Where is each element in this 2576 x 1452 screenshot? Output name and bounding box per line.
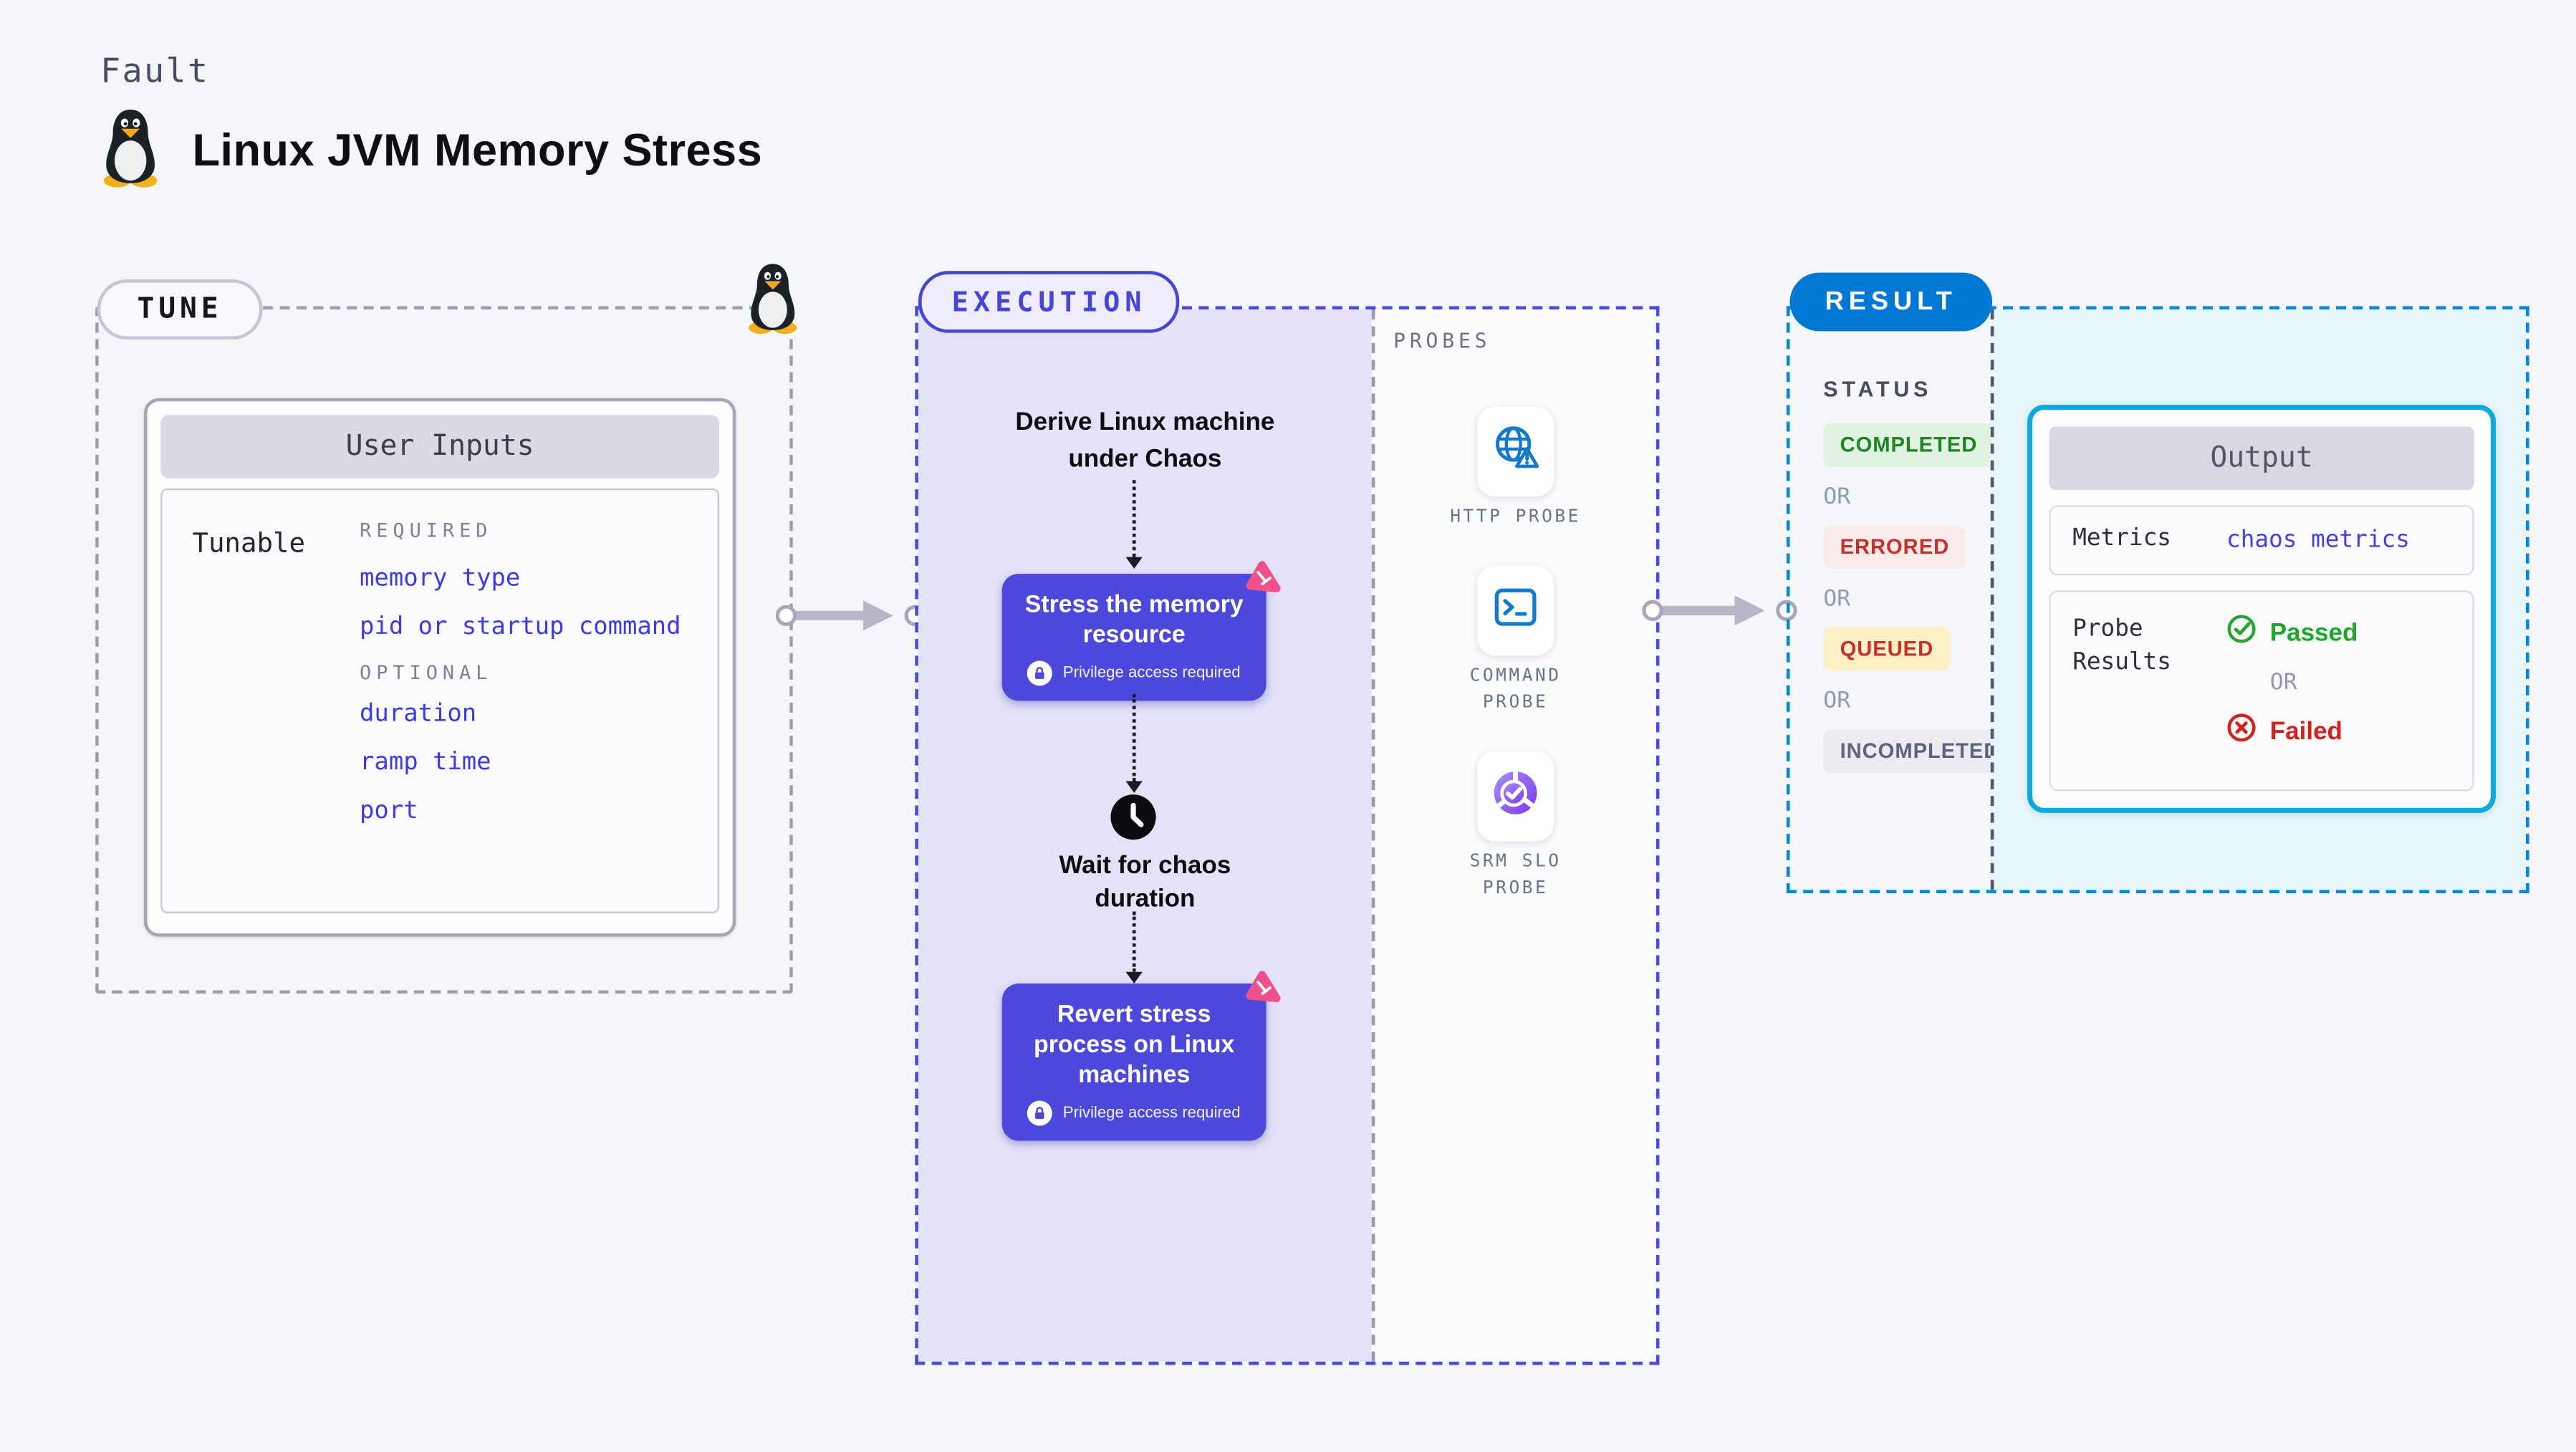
passed-label: Passed bbox=[2269, 617, 2358, 647]
or-label: OR bbox=[1823, 585, 1851, 612]
execution-flow-panel: Derive Linux machine under Chaos Stress … bbox=[918, 309, 1372, 1362]
stress-step-title: Stress the memory resource bbox=[1024, 592, 1244, 650]
probes-panel-label: PROBES bbox=[1393, 330, 1491, 353]
http-probe-label: HTTP PROBE bbox=[1450, 506, 1581, 527]
command-probe-label: COMMAND PROBE bbox=[1469, 665, 1562, 713]
derive-step-label: Derive Linux machine under Chaos bbox=[1015, 408, 1275, 473]
execution-section-box: Derive Linux machine under Chaos Stress … bbox=[915, 306, 1660, 1365]
x-circle-icon bbox=[2226, 713, 2257, 749]
status-completed-badge: COMPLETED bbox=[1823, 423, 1994, 467]
probes-panel: PROBES HTTP PROBE bbox=[1371, 309, 1656, 1362]
srm-slo-probe-label: SRM SLO PROBE bbox=[1469, 851, 1562, 898]
tux-penguin-icon bbox=[95, 107, 165, 196]
tune-to-execution-arrow bbox=[773, 599, 927, 633]
output-title: Output bbox=[2049, 426, 2474, 491]
execution-to-result-arrow bbox=[1641, 594, 1798, 628]
user-inputs-card: User Inputs Tunable REQUIRED memory type… bbox=[143, 398, 736, 937]
user-inputs-title: User Inputs bbox=[160, 415, 720, 479]
status-errored-badge: ERRORED bbox=[1823, 525, 1966, 569]
connector-derive-to-stress bbox=[1132, 480, 1136, 557]
page-title: Linux JVM Memory Stress bbox=[192, 125, 763, 176]
optional-label: OPTIONAL bbox=[360, 660, 493, 685]
stress-step-card: Stress the memory resource Privilege acc… bbox=[1001, 561, 1281, 701]
page-title-row: Linux JVM Memory Stress bbox=[95, 107, 762, 196]
or-label: OR bbox=[2269, 669, 2297, 696]
probe-results-row: Probe Results Passed OR bbox=[2049, 590, 2474, 792]
arrowhead-icon bbox=[1125, 971, 1142, 984]
check-circle-icon bbox=[2226, 614, 2257, 650]
wait-step-label: Wait for chaos duration bbox=[1059, 851, 1231, 913]
revert-step-title: Revert stress process on Linux machines bbox=[1034, 1001, 1235, 1090]
input-port[interactable]: port bbox=[360, 797, 418, 825]
passed-outcome: Passed bbox=[2226, 614, 2358, 650]
status-queued-badge: QUEUED bbox=[1823, 627, 1951, 671]
privilege-row: Privilege access required bbox=[1017, 1101, 1251, 1127]
command-probe-card bbox=[1476, 565, 1554, 656]
chaos-logo-icon bbox=[1243, 968, 1282, 1015]
http-probe-card bbox=[1476, 406, 1554, 497]
tune-section-box bbox=[95, 306, 793, 994]
or-label: OR bbox=[1823, 483, 1851, 511]
fault-eyebrow: Fault bbox=[100, 50, 210, 91]
execution-badge: EXECUTION bbox=[918, 271, 1181, 333]
metrics-label: Metrics bbox=[2072, 525, 2171, 553]
status-incompleted-badge: INCOMPLETED bbox=[1823, 729, 2017, 773]
connector-stress-to-wait bbox=[1132, 694, 1136, 782]
result-section-box: STATUS COMPLETED OR ERRORED OR QUEUED OR… bbox=[1786, 306, 2529, 893]
clock-icon bbox=[1109, 793, 1158, 850]
status-column: STATUS COMPLETED OR ERRORED OR QUEUED OR… bbox=[1790, 309, 2017, 890]
lock-icon bbox=[1027, 660, 1053, 686]
srm-slo-probe-card bbox=[1476, 751, 1554, 842]
or-label: OR bbox=[1823, 687, 1851, 715]
revert-step-card: Revert stress process on Linux machines … bbox=[1001, 971, 1281, 1142]
failed-label: Failed bbox=[2269, 716, 2342, 746]
globe-alert-icon bbox=[1491, 423, 1541, 481]
connector-wait-to-revert bbox=[1132, 911, 1136, 972]
tune-badge: TUNE bbox=[97, 279, 263, 340]
lock-icon bbox=[1027, 1101, 1053, 1127]
metrics-row: Metrics chaos metrics bbox=[2049, 505, 2474, 576]
slo-donut-icon bbox=[1489, 765, 1542, 827]
chaos-metrics-link[interactable]: chaos metrics bbox=[2226, 527, 2410, 554]
input-memory-type[interactable]: memory type bbox=[360, 565, 521, 592]
probe-results-label: Probe Results bbox=[2072, 615, 2171, 675]
tunable-panel: Tunable REQUIRED memory type pid or star… bbox=[160, 488, 720, 913]
privilege-row: Privilege access required bbox=[1017, 660, 1251, 686]
status-label: STATUS bbox=[1823, 376, 1933, 402]
input-ramp-time[interactable]: ramp time bbox=[360, 749, 491, 777]
result-badge: RESULT bbox=[1789, 272, 1992, 332]
failed-outcome: Failed bbox=[2226, 713, 2358, 749]
tunable-label: Tunable bbox=[192, 527, 306, 559]
tux-penguin-small-icon bbox=[743, 261, 803, 342]
terminal-icon bbox=[1491, 581, 1541, 640]
output-card: Output Metrics chaos metrics Probe Resul… bbox=[2027, 405, 2496, 813]
input-duration[interactable]: duration bbox=[360, 701, 477, 728]
chaos-logo-icon bbox=[1243, 559, 1282, 605]
output-panel: Output Metrics chaos metrics Probe Resul… bbox=[1990, 309, 2527, 890]
revert-privilege-note: Privilege access required bbox=[1062, 1105, 1241, 1123]
probe-outcomes: Passed OR Failed bbox=[2226, 614, 2358, 768]
arrowhead-icon bbox=[1125, 781, 1142, 793]
stress-privilege-note: Privilege access required bbox=[1062, 664, 1241, 683]
arrowhead-icon bbox=[1125, 557, 1142, 569]
required-label: REQUIRED bbox=[360, 518, 493, 542]
input-pid-or-startup-command[interactable]: pid or startup command bbox=[360, 613, 681, 641]
